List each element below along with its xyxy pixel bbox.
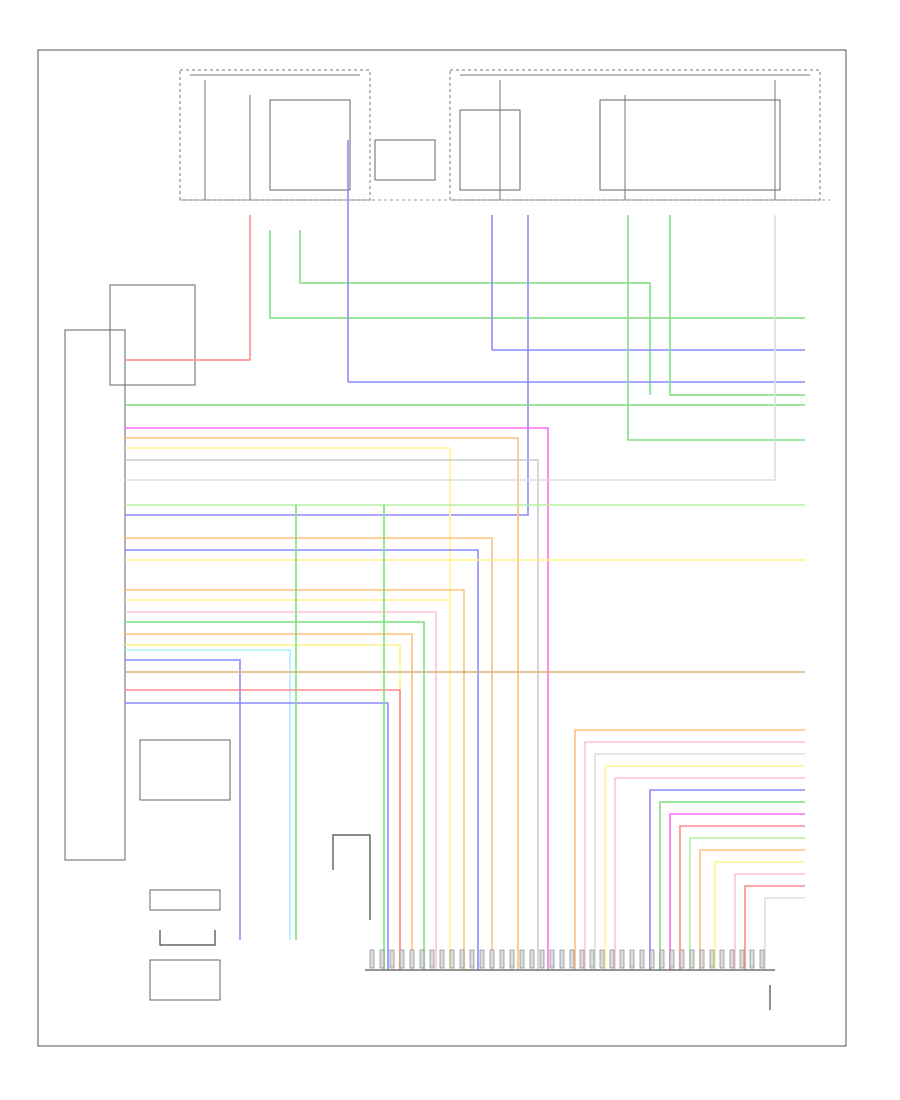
- relay-center: [459, 109, 521, 191]
- connector-pin: [759, 949, 765, 969]
- connector-pin: [369, 949, 375, 969]
- connector-pin: [449, 949, 455, 969]
- connector-pin: [439, 949, 445, 969]
- connector-pin: [509, 949, 515, 969]
- connector-pin: [629, 949, 635, 969]
- fan-7: [659, 801, 805, 970]
- wire-gray-1: [125, 459, 539, 970]
- fan-3: [594, 753, 805, 970]
- ecu-box: [64, 329, 126, 861]
- wire-blue-1: [347, 140, 805, 383]
- fan-4: [604, 765, 805, 970]
- ground-symbol-center: [332, 834, 371, 920]
- fan-5: [614, 777, 805, 970]
- connector-pin: [399, 949, 405, 969]
- ground-symbol-bottom: [159, 930, 216, 946]
- connector-pin: [569, 949, 575, 969]
- wire-blue-4: [125, 549, 479, 970]
- wire-blue-3: [125, 215, 529, 516]
- connector-pin: [709, 949, 715, 969]
- wire-orange-3: [125, 589, 465, 970]
- connector-pin: [379, 949, 385, 969]
- connector-pin: [539, 949, 545, 969]
- relay-right: [599, 99, 781, 191]
- connector-pin: [599, 949, 605, 969]
- sensor-box-bottom: [149, 959, 221, 1001]
- fan-12: [714, 861, 805, 970]
- connector-pin: [549, 949, 555, 969]
- wire-red-1: [125, 215, 251, 361]
- connector-pin: [659, 949, 665, 969]
- connector-pin: [699, 949, 705, 969]
- wire-red-3: [125, 689, 401, 970]
- fan-10: [689, 837, 805, 970]
- connector-pin: [589, 949, 595, 969]
- right-wire-fan: [574, 729, 805, 970]
- wire-ltblue-1: [125, 649, 291, 940]
- fuse-box-left: [179, 69, 371, 201]
- connector-box-top: [109, 284, 196, 386]
- connector-pin: [419, 949, 425, 969]
- wire-blue-5: [125, 659, 241, 940]
- sensor-box-ground: [149, 889, 221, 911]
- fan-14: [744, 885, 805, 970]
- wire-orange-1: [125, 437, 519, 970]
- fuse-box-right: [449, 69, 821, 201]
- fan-8: [669, 813, 805, 970]
- wire-green-1: [269, 230, 805, 319]
- connector-pin: [519, 949, 525, 969]
- fan-9: [679, 825, 805, 970]
- wire-green-4: [669, 215, 805, 396]
- connector-pin: [729, 949, 735, 969]
- wire-green-6: [125, 621, 425, 970]
- connector-pin: [459, 949, 465, 969]
- fan-2: [584, 741, 805, 970]
- connector-pin: [639, 949, 645, 969]
- fan-6: [649, 789, 805, 970]
- connector-pin: [579, 949, 585, 969]
- connector-pin: [679, 949, 685, 969]
- connector-pin: [389, 949, 395, 969]
- connector-pin: [429, 949, 435, 969]
- connector-pin: [749, 949, 755, 969]
- fan-11: [699, 849, 805, 970]
- connector-pin: [689, 949, 695, 969]
- connector-pin: [609, 949, 615, 969]
- connector-pin: [619, 949, 625, 969]
- sensor-box-left: [139, 739, 231, 801]
- ecu-wire-group: [125, 140, 805, 970]
- wire-green-2: [299, 230, 651, 395]
- wire-gray-2: [125, 215, 776, 481]
- wire-blue-2: [491, 215, 805, 351]
- connector-pin: [529, 949, 535, 969]
- fan-1: [574, 729, 805, 970]
- connector-pin: [739, 949, 745, 969]
- connector-pin: [559, 949, 565, 969]
- fan-13: [734, 873, 805, 970]
- wire-green-5: [627, 215, 805, 441]
- connector-pin: [409, 949, 415, 969]
- connector-pin: [469, 949, 475, 969]
- relay-mid-small: [374, 139, 436, 181]
- connector-pin: [649, 949, 655, 969]
- wire-red-2: [125, 611, 437, 970]
- fan-15: [764, 897, 805, 970]
- relay-left: [269, 99, 351, 191]
- connector-pin: [669, 949, 675, 969]
- wire-yellow-4: [125, 644, 401, 970]
- wire-pink-1: [125, 427, 549, 970]
- wire-orange-4: [125, 633, 413, 970]
- wire-blue-6: [125, 702, 389, 970]
- connector-pin: [489, 949, 495, 969]
- lower-connector-pins: [369, 949, 765, 969]
- wire-yellow-1: [125, 447, 451, 970]
- connector-pin: [719, 949, 725, 969]
- connector-pin: [499, 949, 505, 969]
- wire-orange-2: [125, 537, 493, 970]
- diagram-frame: [37, 49, 847, 1047]
- connector-pin: [479, 949, 485, 969]
